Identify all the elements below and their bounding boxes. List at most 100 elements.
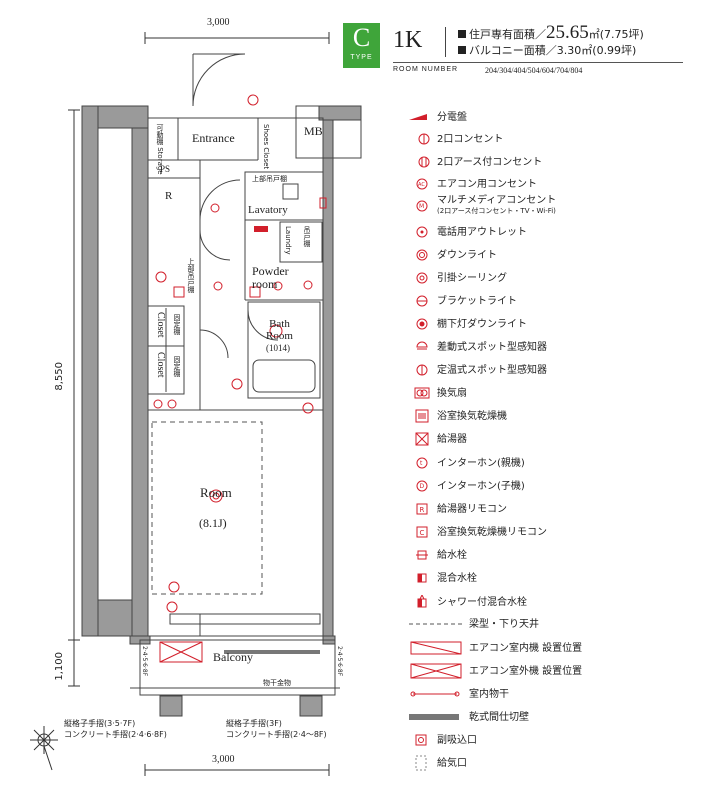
legend-label: 浴室換気乾燥機リモコン bbox=[437, 526, 547, 538]
balcony-area-label: バルコニー面積／ bbox=[469, 44, 557, 57]
legend-label: 引掛シーリング bbox=[437, 272, 507, 284]
legend-label: 換気扇 bbox=[437, 387, 467, 399]
svg-text:R: R bbox=[420, 506, 425, 514]
legend-item: 混合水栓 bbox=[407, 568, 477, 588]
legend-label: ブラケットライト bbox=[437, 295, 517, 307]
water-tap-icon bbox=[407, 546, 437, 564]
downlight-icon bbox=[407, 246, 437, 264]
laundry-label: Laundry bbox=[284, 226, 292, 255]
legend-item: 換気扇 bbox=[407, 383, 467, 403]
railing-note-2: 縦格子手摺(3F) コンクリート手摺(2·4～8F) bbox=[226, 719, 327, 739]
legend-item: 給湯器 bbox=[407, 429, 467, 449]
legend-item: 分電盤 bbox=[407, 107, 467, 127]
legend-label: インターホン(親機) bbox=[437, 457, 525, 469]
fixed-shelf-1-label: 固定棚 bbox=[173, 314, 181, 335]
multimedia-outlet-icon: M bbox=[407, 197, 437, 215]
legend-label: 給湯器 bbox=[437, 433, 467, 445]
closet-2-label: Closet bbox=[155, 352, 166, 378]
legend-label: 乾式間仕切壁 bbox=[469, 711, 529, 723]
railing-note-1: 縦格子手摺(3·5·7F) コンクリート手摺(2·4·6·8F) bbox=[64, 719, 167, 739]
legend-item: 電話用アウトレット bbox=[407, 222, 527, 242]
legend-label: 電話用アウトレット bbox=[437, 226, 527, 238]
legend-item: 浴室換気乾燥機 bbox=[407, 406, 507, 426]
legend-label: エアコン用コンセント bbox=[437, 178, 537, 190]
exclusive-area-unit: ㎡(7.75坪) bbox=[588, 28, 644, 41]
legend-item: 副吸込口 bbox=[407, 730, 477, 750]
legend-item: R 給湯器リモコン bbox=[407, 499, 507, 519]
dryer-remote-icon: C bbox=[407, 523, 437, 541]
upper-shelf-label: 上部吊戸棚 bbox=[252, 175, 287, 183]
legend-label: エアコン室内機 設置位置 bbox=[469, 642, 583, 654]
outlet-2-icon bbox=[407, 130, 437, 148]
legend-label: 副吸込口 bbox=[437, 734, 477, 746]
svg-text:t: t bbox=[420, 460, 423, 467]
svg-text:C: C bbox=[420, 529, 425, 537]
legend-item: C 浴室換気乾燥機リモコン bbox=[407, 522, 547, 542]
legend-label: マルチメディアコンセント(2口アース付コンセント・TV・Wi-Fi) bbox=[437, 195, 557, 215]
side-note-right: 2·4·5·6·8F bbox=[336, 646, 343, 677]
legend-label: 梁型・下り天井 bbox=[469, 618, 539, 630]
legend-item: 差動式スポット型感知器 bbox=[407, 337, 547, 357]
beam-line-icon bbox=[407, 615, 469, 633]
type-badge: C TYPE bbox=[343, 23, 380, 68]
legend-label: エアコン室外機 設置位置 bbox=[469, 665, 583, 677]
legend-label: 混合水栓 bbox=[437, 572, 477, 584]
legend-item: ブラケットライト bbox=[407, 291, 517, 311]
legend-item: シャワー付混合水栓 bbox=[407, 592, 527, 612]
exclusive-area: 住戸専有面積／25.65㎡(7.75坪) bbox=[458, 22, 644, 44]
type-word: TYPE bbox=[350, 54, 373, 61]
exclusive-area-label: 住戸専有面積／ bbox=[469, 28, 546, 41]
bath-size-label: (1014) bbox=[266, 343, 290, 353]
legend-label: シャワー付混合水栓 bbox=[437, 596, 527, 608]
room-number-label: ROOM NUMBER bbox=[393, 66, 459, 73]
legend-label: 棚下灯ダウンライト bbox=[437, 318, 527, 330]
bracket-light-icon bbox=[407, 292, 437, 310]
exclusive-area-value: 25.65 bbox=[546, 22, 589, 43]
mixing-tap-icon bbox=[407, 569, 437, 587]
legend-item: t インターホン(親機) bbox=[407, 453, 525, 473]
svg-text:AC: AC bbox=[418, 182, 425, 188]
legend-item: 梁型・下り天井 bbox=[407, 614, 539, 634]
upper-hanging-label: 上部吊戸棚 bbox=[187, 258, 195, 293]
balcony-area-value: 3.30㎡(0.99坪) bbox=[556, 44, 637, 57]
mb-label: MB bbox=[304, 124, 323, 138]
legend-label: 2口コンセント bbox=[437, 133, 504, 145]
legend-label: 定温式スポット型感知器 bbox=[437, 364, 547, 376]
legend-item: エアコン室内機 設置位置 bbox=[407, 638, 582, 658]
legend-label: インターホン(子機) bbox=[437, 480, 525, 492]
rate-detector-icon bbox=[407, 338, 437, 356]
room-type: 1K bbox=[393, 27, 423, 53]
legend-item: 定温式スポット型感知器 bbox=[407, 360, 547, 380]
ps-label: PS bbox=[160, 164, 171, 174]
legend-label: 給湯器リモコン bbox=[437, 503, 507, 515]
legend-item: 棚下灯ダウンライト bbox=[407, 314, 527, 334]
water-heater-icon bbox=[407, 430, 437, 448]
balcony-label: Balcony bbox=[213, 650, 253, 664]
ceiling-hook-icon bbox=[407, 269, 437, 287]
balcony-area: バルコニー面積／3.30㎡(0.99坪) bbox=[458, 42, 636, 58]
depth-dim: 8,550 bbox=[54, 362, 65, 391]
legend-label: 給気口 bbox=[437, 757, 467, 769]
legend-label: 室内物干 bbox=[469, 688, 509, 700]
closet-1-label: Closet bbox=[155, 312, 166, 338]
legend-item: 2口アース付コンセント bbox=[407, 152, 542, 172]
legend-sublabel: (2口アース付コンセント・TV・Wi-Fi) bbox=[437, 207, 556, 215]
drying-hardware-label: 物干金物 bbox=[263, 679, 291, 687]
fan-icon bbox=[407, 384, 437, 402]
drying-pole-icon bbox=[407, 685, 469, 703]
room-size-label: (8.1J) bbox=[199, 516, 227, 530]
shelf-downlight-icon bbox=[407, 315, 437, 333]
lavatory-label: Lavatory bbox=[248, 204, 288, 216]
r-label: R bbox=[165, 190, 173, 202]
bath-room-label: Bath Room bbox=[266, 318, 293, 342]
bottom-width-dim: 3,000 bbox=[212, 754, 235, 765]
legend-item: 2口コンセント bbox=[407, 129, 503, 149]
entrance-label: Entrance bbox=[192, 131, 235, 145]
legend-label: 分電盤 bbox=[437, 111, 467, 123]
heater-remote-icon: R bbox=[407, 500, 437, 518]
legend-item: 給水栓 bbox=[407, 545, 467, 565]
intake-icon bbox=[407, 731, 437, 749]
legend-item: 室内物干 bbox=[407, 684, 509, 704]
